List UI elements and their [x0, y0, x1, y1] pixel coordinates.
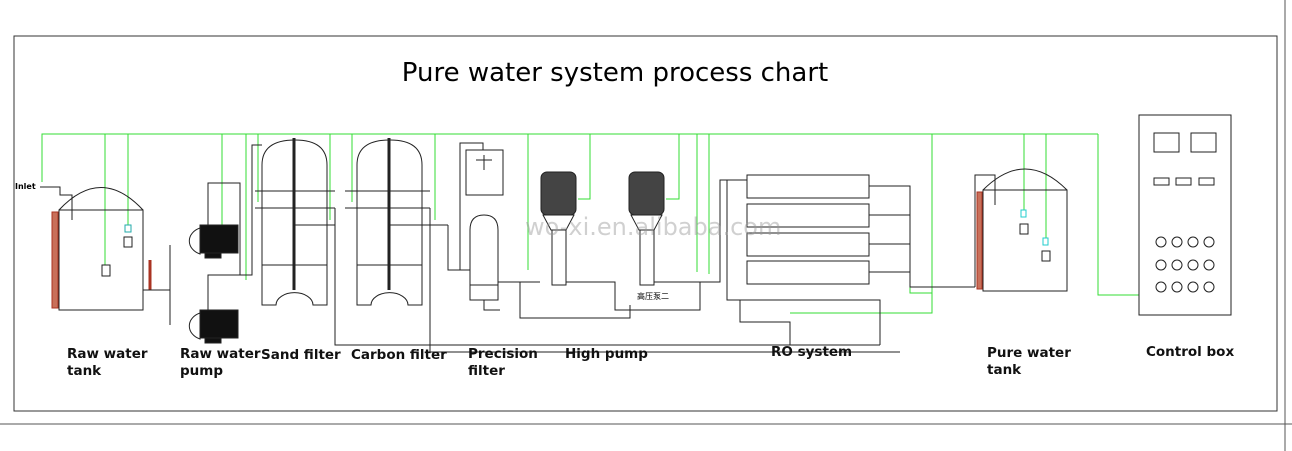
control-knob: [1155, 236, 1167, 248]
label-ro-system: RO system: [771, 344, 853, 360]
control-knob: [1171, 281, 1183, 293]
pump-tag: 高压泵二: [637, 291, 669, 301]
label-high-pump: High pump: [565, 346, 648, 362]
pure-water-tank: [974, 168, 1068, 292]
label-carbon-filter: Carbon filter: [351, 347, 447, 363]
precision-filter: [459, 142, 631, 319]
control-knob: [1187, 259, 1199, 271]
raw-water-tank: [40, 186, 170, 311]
control-knob: [1187, 281, 1199, 293]
control-knob: [1187, 236, 1199, 248]
raw-water-pump: [169, 144, 262, 344]
diagram-frame: [13, 35, 1278, 412]
control-knob: [1203, 259, 1215, 271]
control-box: [1138, 114, 1232, 316]
inlet-label: Inlet: [15, 182, 36, 191]
label-sand-filter: Sand filter: [261, 347, 341, 363]
control-knob: [1203, 236, 1215, 248]
control-knob: [1155, 281, 1167, 293]
page-title: Pure water system process chart: [401, 58, 829, 88]
label-raw-water-pump: Raw water pump: [180, 346, 261, 379]
control-knob: [1155, 259, 1167, 271]
control-knob: [1171, 236, 1183, 248]
watermark: wo-xi.en.alibaba.com: [525, 213, 782, 241]
control-knob: [1203, 281, 1215, 293]
label-raw-water-tank: Raw water tank: [67, 346, 148, 379]
label-control-box: Control box: [1146, 344, 1235, 360]
carbon-filter: [345, 138, 900, 353]
high-pump: [540, 171, 747, 311]
sand-filter: [255, 138, 880, 346]
control-knob: [1171, 259, 1183, 271]
label-precision-filter: Precision filter: [468, 346, 538, 379]
ro-system: [726, 174, 975, 345]
label-pure-water-tank: Pure water tank: [987, 345, 1071, 378]
